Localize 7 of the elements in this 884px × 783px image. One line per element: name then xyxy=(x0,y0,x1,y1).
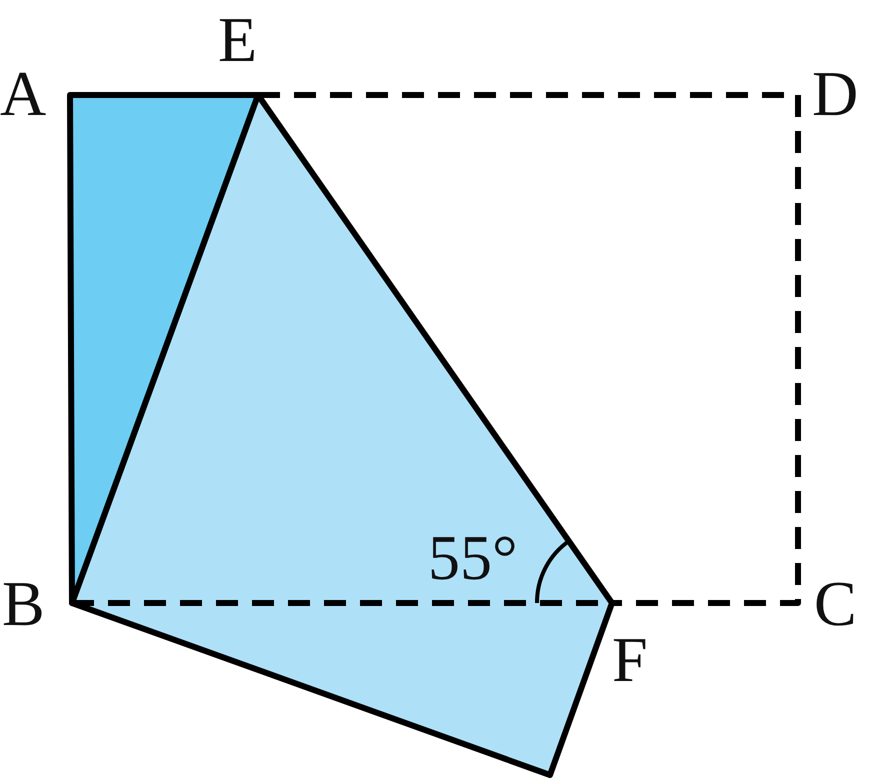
point-label: C xyxy=(814,572,857,636)
point-label: D xyxy=(812,62,858,126)
point-label: A xyxy=(0,62,46,126)
point-label: E xyxy=(218,8,258,72)
point-label: F xyxy=(612,628,648,692)
point-label: B xyxy=(2,572,45,636)
angle-label: 55° xyxy=(428,526,518,590)
